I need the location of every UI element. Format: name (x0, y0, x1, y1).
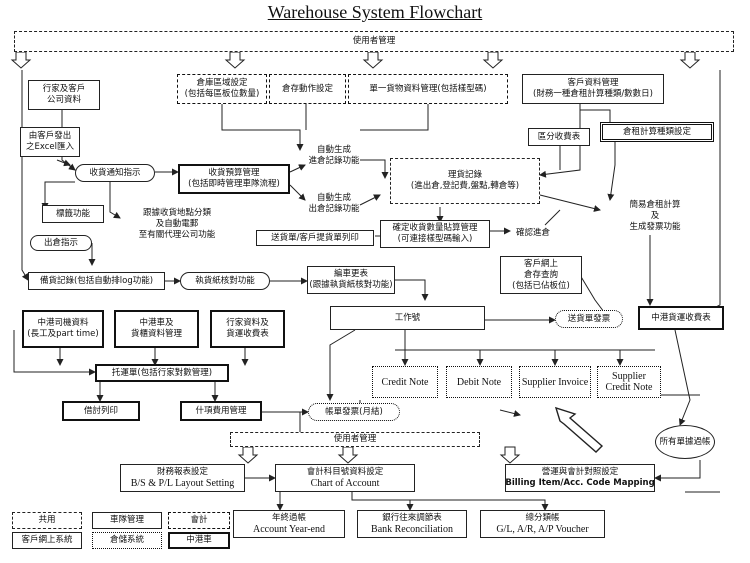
storage-fee-type-setup-box: 倉租計算種類設定 (600, 122, 714, 142)
seal-verify-box: 執貨紙核對功能 (180, 272, 270, 290)
driver-data-box: 中港司機資料(長工及part time) (22, 310, 104, 348)
stock-record-box: 備貨記錄(包括自動排log功能) (28, 272, 165, 290)
legend-accounting: 會計 (168, 512, 230, 529)
vehicle-change-box: 編車更表(跟據執貨紙核對功能) (307, 266, 395, 294)
fee-calc-label: 簡易倉租計算及生成發票功能 (629, 199, 681, 232)
user-mgmt-down-arrows (10, 51, 701, 69)
delivery-invoice-box: 送貨單發票 (555, 310, 623, 328)
single-item-data-box: 單一貨物資料管理(包括樣型碼) (348, 74, 508, 104)
confirm-in-label: 確認進倉 (515, 227, 550, 238)
debit-note-box: Debit Note (446, 366, 512, 398)
vehicle-data-box: 中港車及貨櫃資料管理 (114, 310, 199, 348)
confirm-qty-entry-box: 確定收貨數量貼算管理(可連接樣型碼輸入) (380, 220, 490, 248)
label-function-box: 標籤功能 (42, 205, 104, 223)
receipt-print-box: 借討列印 (62, 401, 140, 421)
dispatch-instruction-box: 出倉指示 (30, 235, 92, 251)
track-delivery-label: 跟據收貨地點分類及自動電郵至有關代理公司功能 (138, 207, 216, 240)
agent-customer-data-box: 行家及客戶公司資料 (28, 80, 100, 110)
receive-budget-mgmt-box: 收貨預算管理(包括即時管理車隊流程) (178, 164, 290, 194)
all-documents-box: 所有單據過帳 (655, 425, 715, 459)
accounting-down-arrows (237, 446, 521, 464)
user-mgmt-bottom-bar: 使用者管理 (230, 432, 480, 447)
customer-excel-import-box: 由客戶發出之Excel匯入 (20, 127, 80, 157)
legend-fleet-mgmt: 車隊管理 (92, 512, 162, 529)
warehouse-zone-setup-box: 倉庫區域設定(包括每區板位數量) (177, 74, 267, 104)
auto-generate-in-label: 自動生成進倉記錄功能 (308, 145, 360, 166)
receive-notice-box: 收貨通知指示 (75, 164, 155, 182)
inventory-records-box: 理貨記錄(進出倉,登記費,盤點,轉倉等) (390, 158, 540, 204)
agent-fee-table-box: 行家資料及貨運收費表 (210, 310, 285, 348)
expense-mgmt-box: 什項費用管理 (180, 401, 262, 421)
user-mgmt-top-bar: 使用者管理 (14, 31, 734, 52)
chart-title: Warehouse System Flowchart (267, 2, 483, 22)
auto-generate-out-label: 自動生成出倉記錄功能 (308, 193, 360, 214)
customer-online-query-box: 客戶網上倉存查詢(包括已佔板位) (500, 256, 582, 294)
delivery-print-box: 送貨單/客戶提貨單列印 (256, 230, 374, 246)
legend-warehouse-system: 倉儲系統 (92, 532, 162, 549)
hk-freight-invoice-box: 中港貨運收費表 (638, 306, 724, 330)
storage-action-setup-box: 倉存動作設定 (269, 74, 346, 104)
zone-fee-table-box: 區分收費表 (528, 128, 590, 146)
legend-common: 共用 (12, 512, 82, 529)
supplier-invoice-box: Supplier Invoice (519, 366, 591, 398)
statement-invoice-box: 帳單發票(月結) (308, 403, 400, 421)
posting-big-arrow (554, 406, 604, 453)
work-order-box: 工作號 (330, 306, 485, 330)
consignment-note-box: 托運單(包括行家對數管理) (95, 364, 229, 382)
credit-note-box: Credit Note (372, 366, 438, 398)
legend-customer-online-system: 客戶網上系統 (12, 532, 82, 549)
customer-data-mgmt-box: 客戶資料管理(財務一種倉租計算種類/數數日) (522, 74, 664, 104)
legend-hk-china-truck: 中港車 (168, 532, 230, 549)
